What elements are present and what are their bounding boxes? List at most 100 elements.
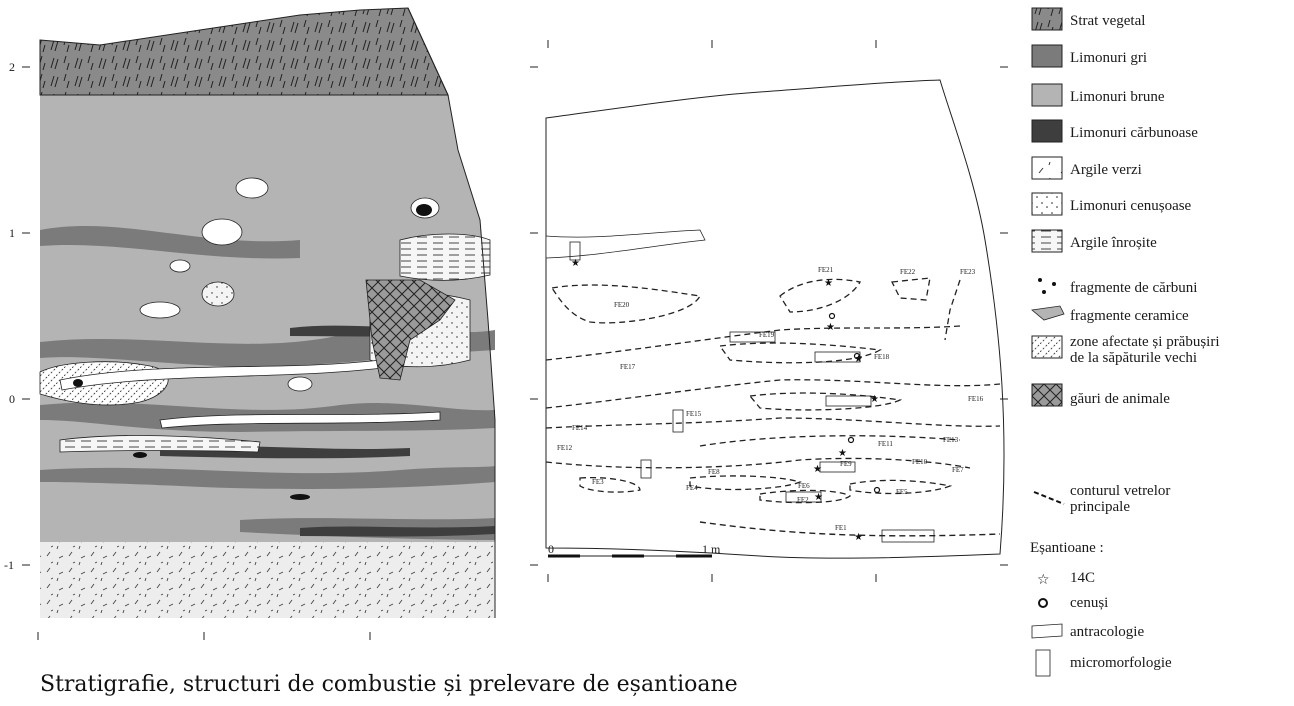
legend-label-fragmente-ceramice: fragmente ceramice — [1070, 308, 1189, 324]
legend-label-argile-verzi: Argile verzi — [1070, 162, 1142, 178]
fe16-label: FE16 — [968, 395, 984, 403]
fe7-label: FE7 — [952, 466, 964, 474]
layer-strat-vegetal — [39, 7, 449, 96]
svg-text:★: ★ — [814, 492, 823, 503]
block-1 — [235, 177, 269, 199]
legend-label-micromorfologie: micromorfologie — [1070, 655, 1172, 671]
legend: Strat vegetal Limonuri gri Limonuri brun… — [1030, 7, 1220, 677]
anthracology-box-3 — [825, 395, 872, 407]
plan-base-strip — [699, 521, 1001, 537]
legend-label-14c: 14C — [1070, 570, 1095, 586]
axis-label-2: 2 — [9, 60, 15, 74]
scale-end-label: 1 m — [702, 542, 721, 556]
legend-label-cenusi: cenuși — [1070, 595, 1108, 611]
svg-text:★: ★ — [854, 532, 863, 543]
legend-label-argile-inrosite: Argile înroșite — [1070, 235, 1157, 251]
scale-start-label: 0 — [548, 542, 554, 556]
fe12-label: FE12 — [557, 444, 573, 452]
anthracology-box-4 — [819, 461, 856, 473]
band-grey-4 — [40, 466, 495, 489]
legend-label-strat-vegetal: Strat vegetal — [1070, 13, 1145, 29]
legend-swatch-argile-inrosite — [1031, 229, 1063, 253]
circle-icon — [1038, 598, 1048, 608]
hearth-outlines — [545, 277, 1001, 504]
legend-label-limonuri-brune: Limonuri brune — [1070, 89, 1165, 105]
block-7 — [169, 259, 191, 273]
fe9-label: FE9 — [840, 460, 852, 468]
legend-label-limonuri-gri: Limonuri gri — [1070, 50, 1147, 66]
fe22-label: FE22 — [900, 268, 916, 276]
rectangle-icon — [1035, 649, 1051, 677]
scale-bar: 0 1 m — [548, 542, 721, 558]
samples-title: Eșantioane : — [1030, 540, 1104, 556]
hearth-plan: ★★★ ★★★ ★★★ FE1 FE2 FE3 FE4 FE5 FE6 FE7 … — [530, 40, 1008, 582]
lens-red-clay-1 — [399, 233, 491, 281]
section-outline-right — [407, 7, 496, 618]
ceramic-fragment-icon — [1031, 305, 1065, 321]
block-6 — [139, 301, 181, 319]
band-charcoal-3 — [300, 526, 495, 537]
coal-2 — [73, 379, 83, 387]
axis-label-0: 0 — [9, 392, 15, 406]
fe15-label: FE15 — [686, 410, 702, 418]
plan-frame-ticks — [530, 40, 1008, 582]
svg-text:★: ★ — [854, 354, 863, 365]
svg-text:★: ★ — [571, 258, 580, 269]
stratigraphic-section: 2 1 0 -1 — [4, 7, 496, 640]
fe17-label: FE17 — [620, 363, 636, 371]
micromorphology-box-1 — [569, 241, 581, 261]
fe13-label: FE13 — [943, 436, 959, 444]
coal-fragments-icon — [1038, 278, 1056, 294]
svg-text:★: ★ — [838, 448, 847, 459]
lens-white-2 — [159, 411, 441, 429]
coal-1 — [416, 204, 432, 216]
ash-sample-circles — [828, 312, 881, 494]
legend-label-conturul-2: principale — [1070, 499, 1130, 515]
hearth-outline-icon — [1033, 491, 1065, 505]
legend-swatch-limonuri-carbunoase — [1031, 119, 1063, 143]
fe21-label: FE21 — [818, 266, 834, 274]
coal-3 — [290, 494, 310, 500]
micromorphology-box-3 — [640, 459, 652, 479]
anthracology-box-5 — [785, 491, 822, 503]
legend-label-antracologie: antracologie — [1070, 624, 1144, 640]
fe10-label: FE10 — [912, 458, 928, 466]
fe6-label: FE6 — [798, 482, 810, 490]
fe18-label: FE18 — [874, 353, 890, 361]
plan-strip — [545, 229, 706, 259]
legend-label-limonuri-cenusoase: Limonuri cenușoase — [1070, 198, 1192, 214]
fe4-label: FE4 — [686, 484, 698, 492]
disturbed-zone-icon — [1031, 335, 1063, 359]
legend-label-gauri-animale: găuri de animale — [1070, 391, 1170, 407]
star-icon: ☆ — [1037, 572, 1050, 588]
fe20-label: FE20 — [614, 301, 630, 309]
block-2 — [201, 218, 243, 246]
legend-label-zone-afectate-2: de la săpăturile vechi — [1070, 350, 1197, 366]
legend-swatch-argile-verzi — [1031, 156, 1063, 180]
coal-4 — [133, 452, 147, 458]
block-4 — [201, 281, 235, 307]
animal-burrow-icon — [1031, 383, 1063, 407]
anthracology-box-6 — [881, 529, 935, 543]
svg-text:★: ★ — [813, 464, 822, 475]
lens-red-clay-2 — [59, 435, 261, 453]
hearth-labels: FE1 FE2 FE3 FE4 FE5 FE6 FE7 FE8 FE9 FE10… — [557, 266, 984, 532]
legend-swatch-limonuri-gri — [1031, 44, 1063, 68]
axis-label-1: 1 — [9, 226, 15, 240]
fe23-label: FE23 — [960, 268, 976, 276]
fe11-label: FE11 — [878, 440, 893, 448]
burrow-1 — [365, 279, 456, 381]
block-5 — [287, 376, 313, 392]
micromorphology-box-2 — [672, 409, 684, 433]
fe19-label: FE19 — [759, 331, 775, 339]
axis-label-m1: -1 — [4, 558, 14, 572]
legend-label-limonuri-carbunoase: Limonuri cărbunoase — [1070, 125, 1198, 141]
fe3-label: FE3 — [592, 478, 604, 486]
legend-label-zone-afectate-1: zone afectate și prăbușiri — [1070, 334, 1220, 350]
legend-swatch-limonuri-brune — [1031, 83, 1063, 107]
legend-swatch-limonuri-cenusoase — [1031, 192, 1063, 216]
svg-text:★: ★ — [870, 394, 879, 405]
fe1-label: FE1 — [835, 524, 847, 532]
c14-sample-stars: ★★★ ★★★ ★★★ — [571, 258, 879, 543]
